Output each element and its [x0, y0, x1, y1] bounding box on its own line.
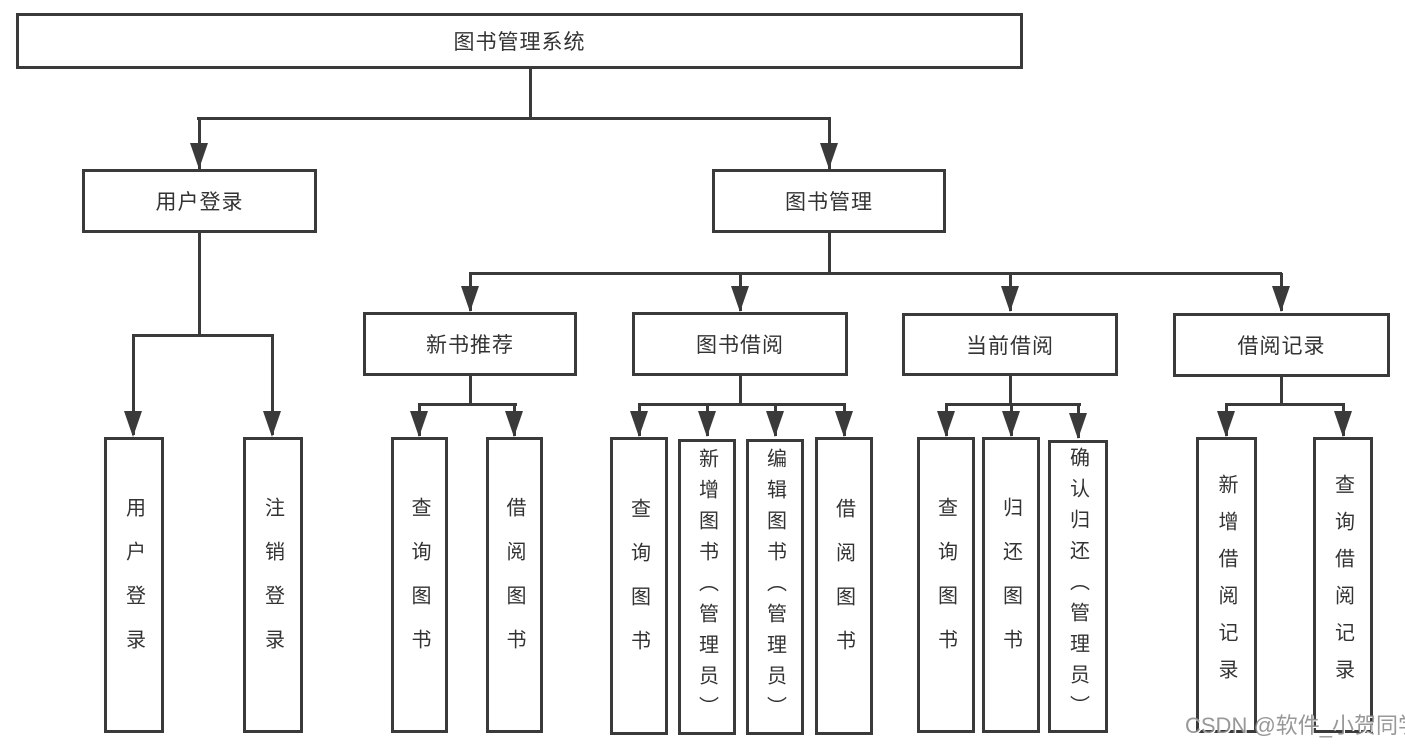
- arrow-head: [263, 411, 281, 437]
- node-cb-return-books-label: 归还图书: [999, 497, 1022, 673]
- arrow-head: [1069, 413, 1087, 439]
- arrow-head: [461, 286, 479, 312]
- node-user-login-label: 用户登录: [155, 191, 244, 214]
- arrow-head: [1334, 411, 1352, 437]
- connector-line: [418, 403, 517, 406]
- node-user-login: 用户登录: [82, 169, 317, 233]
- node-cb-confirm-return-admin: 确认归还（管理员）: [1048, 440, 1108, 733]
- node-rec-borrow-books-label: 借阅图书: [503, 497, 525, 673]
- node-rec-borrow-books: 借阅图书: [486, 437, 543, 733]
- node-bb-add-books-admin-label: 新增图书（管理员）: [695, 447, 718, 727]
- node-book-management: 图书管理: [712, 169, 946, 233]
- connector-line: [739, 376, 742, 404]
- connector-line: [132, 334, 274, 337]
- arrow-head: [1001, 286, 1019, 312]
- node-user-login-leaf: 用户登录: [104, 437, 164, 733]
- node-book-borrowing-label: 图书借阅: [696, 334, 784, 357]
- connector-line: [638, 403, 846, 406]
- node-br-add-record: 新增借阅记录: [1196, 437, 1257, 733]
- node-bb-query-books: 查询图书: [610, 437, 668, 735]
- arrow-head: [937, 411, 955, 437]
- arrow-head: [1002, 411, 1020, 437]
- arrow-head: [698, 411, 716, 437]
- node-current-borrowing: 当前借阅: [902, 313, 1118, 376]
- arrow-head: [1217, 411, 1235, 437]
- arrow-head: [731, 286, 749, 312]
- node-new-book-recommend: 新书推荐: [363, 312, 577, 376]
- connector-line: [828, 233, 831, 273]
- arrow-head: [410, 411, 428, 437]
- node-br-query-record-label: 查询借阅记录: [1331, 474, 1354, 696]
- node-br-add-record-label: 新增借阅记录: [1215, 474, 1237, 696]
- connector-line: [469, 376, 472, 404]
- node-cb-query-books: 查询图书: [917, 437, 975, 733]
- node-root: 图书管理系统: [16, 13, 1023, 69]
- connector-line: [132, 335, 135, 435]
- node-bb-edit-books-admin-label: 编辑图书（管理员）: [763, 447, 786, 727]
- node-new-book-recommend-label: 新书推荐: [426, 334, 514, 357]
- node-book-management-label: 图书管理: [785, 191, 873, 214]
- node-borrowing-records: 借阅记录: [1173, 313, 1390, 377]
- node-borrowing-records-label: 借阅记录: [1237, 335, 1326, 358]
- connector-line: [1280, 377, 1283, 404]
- connector-line: [271, 335, 274, 435]
- node-current-borrowing-label: 当前借阅: [966, 334, 1054, 358]
- connector-line: [469, 272, 1282, 275]
- node-root-label: 图书管理系统: [453, 31, 586, 54]
- arrow-head: [124, 411, 142, 437]
- node-cb-return-books: 归还图书: [982, 437, 1040, 733]
- node-logout-leaf-label: 注销登录: [261, 497, 284, 673]
- connector-line: [1225, 403, 1345, 406]
- node-bb-query-books-label: 查询图书: [627, 498, 650, 674]
- arrow-head: [630, 411, 648, 437]
- arrow-head: [1272, 286, 1290, 312]
- node-logout-leaf: 注销登录: [243, 437, 303, 733]
- node-user-login-leaf-label: 用户登录: [122, 497, 145, 673]
- node-bb-edit-books-admin: 编辑图书（管理员）: [746, 439, 804, 735]
- connector-line: [198, 233, 201, 335]
- arrow-head: [190, 143, 208, 169]
- connector-line: [945, 403, 1081, 406]
- node-rec-query-books: 查询图书: [391, 437, 448, 733]
- node-bb-add-books-admin: 新增图书（管理员）: [678, 439, 736, 735]
- arrow-head: [835, 411, 853, 437]
- node-br-query-record: 查询借阅记录: [1313, 437, 1373, 733]
- node-bb-borrow-books-label: 借阅图书: [832, 498, 855, 674]
- node-bb-borrow-books: 借阅图书: [815, 437, 873, 735]
- watermark: CSDN @软件_小贺同学: [1185, 713, 1405, 738]
- node-cb-query-books-label: 查询图书: [934, 497, 957, 673]
- connector-line: [1009, 376, 1012, 404]
- arrow-head: [820, 143, 838, 169]
- node-book-borrowing: 图书借阅: [632, 312, 848, 376]
- connector-line: [197, 117, 831, 120]
- node-cb-confirm-return-admin-label: 确认归还（管理员）: [1066, 447, 1089, 726]
- connector-line: [529, 69, 532, 119]
- arrow-head: [766, 411, 784, 437]
- arrow-head: [505, 411, 523, 437]
- node-rec-query-books-label: 查询图书: [408, 497, 430, 673]
